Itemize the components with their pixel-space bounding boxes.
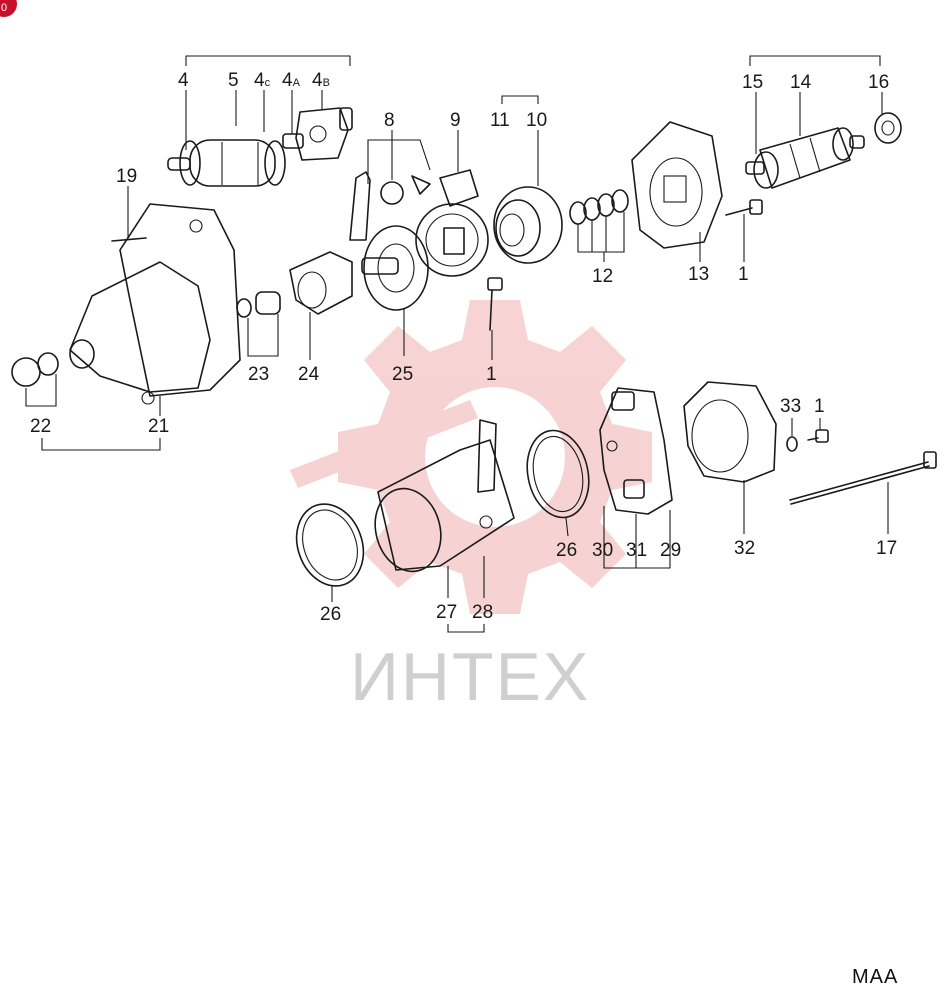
- screw-center[interactable]: [487, 277, 503, 331]
- diagram-code: MAA: [852, 966, 899, 988]
- bushing-set[interactable]: [11, 352, 59, 387]
- solenoid-plunger-parts[interactable]: [282, 107, 353, 161]
- washer-set[interactable]: [569, 189, 629, 225]
- drive-pinion[interactable]: [289, 251, 353, 315]
- armature[interactable]: [745, 127, 865, 189]
- callout-15[interactable]: 15: [742, 72, 763, 93]
- callout-13[interactable]: 13: [688, 264, 709, 285]
- callout-17[interactable]: 17: [876, 538, 897, 559]
- callout-4a[interactable]: 4A: [282, 70, 301, 91]
- callout-28[interactable]: 28: [472, 602, 493, 623]
- callout-leaders: [25, 55, 889, 633]
- callout-25[interactable]: 25: [392, 364, 413, 385]
- planetary-ring-gear[interactable]: [493, 186, 563, 264]
- callout-30[interactable]: 30: [592, 540, 613, 561]
- callout-labels: 4 5 4c 4A 4B 8 9 11 10 15 14 16 19 12 13…: [30, 70, 897, 625]
- drive-end-housing[interactable]: [69, 203, 241, 405]
- callout-1-middle[interactable]: 1: [486, 364, 497, 385]
- end-cap[interactable]: [683, 381, 777, 483]
- washer-and-screw[interactable]: [786, 429, 829, 452]
- solenoid-switch[interactable]: [167, 139, 286, 187]
- pin[interactable]: [111, 237, 147, 242]
- callout-16[interactable]: 16: [868, 72, 889, 93]
- callout-8[interactable]: 8: [384, 110, 395, 131]
- callout-14[interactable]: 14: [790, 72, 812, 93]
- callout-9[interactable]: 9: [450, 110, 461, 131]
- brush-holder-plate[interactable]: [599, 387, 673, 515]
- pole-housing[interactable]: [366, 419, 515, 579]
- callout-4[interactable]: 4: [178, 70, 189, 91]
- callout-11[interactable]: 11: [490, 110, 510, 131]
- watermark-text: ИНТЕХ: [350, 639, 591, 715]
- callout-10[interactable]: 10: [526, 110, 547, 131]
- callout-31[interactable]: 31: [626, 540, 647, 561]
- callout-29[interactable]: 29: [660, 540, 681, 561]
- callout-1-top-right[interactable]: 1: [738, 264, 749, 285]
- callout-33[interactable]: 33: [780, 396, 801, 417]
- callout-4c[interactable]: 4c: [254, 70, 271, 91]
- commutator-end-shield[interactable]: [631, 121, 723, 249]
- seal-ring-left[interactable]: [286, 495, 375, 596]
- corner-badge[interactable]: 0: [0, 0, 17, 17]
- callout-12[interactable]: 12: [592, 266, 613, 287]
- stop-ring-and-sleeve[interactable]: [236, 291, 281, 318]
- screw-bolt[interactable]: [725, 199, 763, 216]
- callout-22[interactable]: 22: [30, 416, 51, 437]
- callout-1-lower-right[interactable]: 1: [814, 396, 825, 417]
- callout-26-right[interactable]: 26: [556, 540, 577, 561]
- callout-27[interactable]: 27: [436, 602, 457, 623]
- intermediate-bearing[interactable]: [415, 169, 489, 277]
- callout-23[interactable]: 23: [248, 364, 269, 385]
- through-bolt[interactable]: [789, 451, 937, 505]
- watermark-gear-logo: [290, 300, 652, 614]
- callout-26-left[interactable]: 26: [320, 604, 341, 625]
- callout-24[interactable]: 24: [298, 364, 320, 385]
- callout-21[interactable]: 21: [148, 416, 169, 437]
- planet-carrier-shaft[interactable]: [361, 225, 429, 311]
- ball-bearing[interactable]: [874, 112, 902, 144]
- callout-4b[interactable]: 4B: [312, 70, 330, 91]
- callout-19[interactable]: 19: [116, 166, 137, 187]
- callout-32[interactable]: 32: [734, 538, 755, 559]
- callout-5[interactable]: 5: [228, 70, 239, 91]
- seal-ring-right[interactable]: [520, 425, 597, 524]
